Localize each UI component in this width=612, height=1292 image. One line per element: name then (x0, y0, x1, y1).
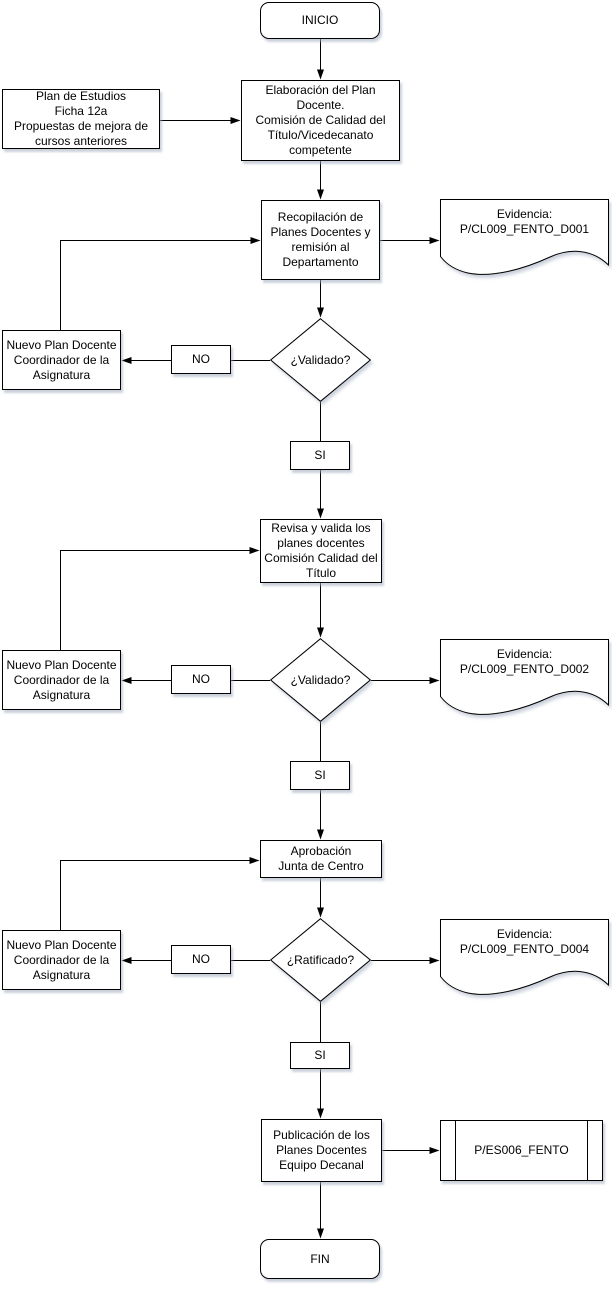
process-revisa-label: Revisa y valida los planes docentes Comi… (264, 521, 378, 580)
terminator-fin: FIN (260, 1239, 380, 1279)
document-shape-icon (440, 199, 609, 275)
process-aprobacion-label: Aprobación Junta de Centro (278, 844, 364, 873)
document-evidencia-d001-label: Evidencia: P/CL009_FENTO_D001 (459, 207, 590, 236)
edge-label-si-1: SI (290, 441, 350, 470)
edge-nuevoplan3-aprobacion (60, 857, 260, 930)
decision-ratificado: ¿Ratificado? (270, 918, 371, 1002)
decision-validado-1-label: ¿Validado? (290, 352, 351, 367)
edge-label-no-3: NO (171, 945, 231, 974)
terminator-inicio-label: INICIO (301, 13, 339, 27)
decision-diamond-icon (270, 638, 371, 722)
process-publicacion-planes: Publicación de los Planes Docentes Equip… (261, 1119, 382, 1182)
edge-label-no-1-text: NO (192, 352, 210, 366)
terminator-inicio: INICIO (260, 2, 380, 39)
predefined-process-pes006: P/ES006_FENTO (440, 1120, 603, 1181)
document-shape-icon (440, 639, 609, 715)
edge-label-no-2-text: NO (192, 672, 210, 686)
process-nuevo-plan-docente-1: Nuevo Plan Docente Coordinador de la Asi… (2, 330, 121, 390)
predefined-process-left-bar (455, 1121, 456, 1180)
process-nuevo-plan-1-label: Nuevo Plan Docente Coordinador de la Asi… (6, 337, 117, 382)
decision-validado-1: ¿Validado? (270, 318, 371, 402)
input-plan-de-estudios: Plan de Estudios Ficha 12a Propuestas de… (2, 89, 160, 149)
input-plan-de-estudios-label: Plan de Estudios Ficha 12a Propuestas de… (13, 89, 149, 148)
process-nuevo-plan-docente-2: Nuevo Plan Docente Coordinador de la Asi… (2, 650, 121, 710)
document-evidencia-d002: Evidencia: P/CL009_FENTO_D002 (440, 639, 609, 717)
document-evidencia-d002-label: Evidencia: P/CL009_FENTO_D002 (459, 647, 590, 676)
process-publicacion-label: Publicación de los Planes Docentes Equip… (273, 1128, 370, 1172)
edge-label-no-2: NO (171, 665, 231, 694)
edge-nuevoplan2-revisa (60, 547, 260, 650)
document-evidencia-d004-label: Evidencia: P/CL009_FENTO_D004 (459, 927, 590, 956)
terminator-fin-label: FIN (310, 1251, 330, 1266)
process-recopilacion-label: Recopilación de Planes Docentes y remisi… (270, 210, 371, 269)
document-evidencia-d004: Evidencia: P/CL009_FENTO_D004 (440, 919, 609, 997)
document-shape-icon (440, 919, 609, 995)
edge-label-no-1: NO (171, 345, 231, 374)
decision-validado-2-label: ¿Validado? (290, 672, 351, 687)
predefined-process-pes006-label: P/ES006_FENTO (474, 1143, 569, 1157)
decision-ratificado-label: ¿Ratificado? (286, 952, 355, 967)
process-aprobacion-junta: Aprobación Junta de Centro (260, 840, 382, 878)
edge-label-si-3-text: SI (314, 1048, 326, 1062)
process-elaboracion-plan-docente: Elaboración del Plan Docente. Comisión d… (241, 80, 400, 161)
edge-label-si-1-text: SI (314, 448, 326, 462)
process-recopilacion-planes: Recopilación de Planes Docentes y remisi… (261, 200, 380, 280)
edge-label-no-3-text: NO (192, 952, 210, 966)
edge-label-si-2-text: SI (314, 768, 326, 782)
process-nuevo-plan-docente-3: Nuevo Plan Docente Coordinador de la Asi… (2, 930, 121, 990)
decision-diamond-icon (270, 318, 371, 402)
document-evidencia-d001: Evidencia: P/CL009_FENTO_D001 (440, 199, 609, 277)
edge-label-si-3: SI (290, 1042, 350, 1069)
edge-label-si-2: SI (290, 761, 350, 790)
process-nuevo-plan-2-label: Nuevo Plan Docente Coordinador de la Asi… (6, 657, 117, 702)
process-nuevo-plan-3-label: Nuevo Plan Docente Coordinador de la Asi… (6, 937, 117, 982)
edge-nuevoplan1-recopilacion (60, 237, 261, 330)
decision-validado-2: ¿Validado? (270, 638, 371, 722)
process-revisa-valida-planes: Revisa y valida los planes docentes Comi… (260, 519, 382, 583)
process-elaboracion-label: Elaboración del Plan Docente. Comisión d… (255, 83, 386, 157)
predefined-process-right-bar (587, 1121, 588, 1180)
decision-diamond-icon (270, 918, 371, 1002)
